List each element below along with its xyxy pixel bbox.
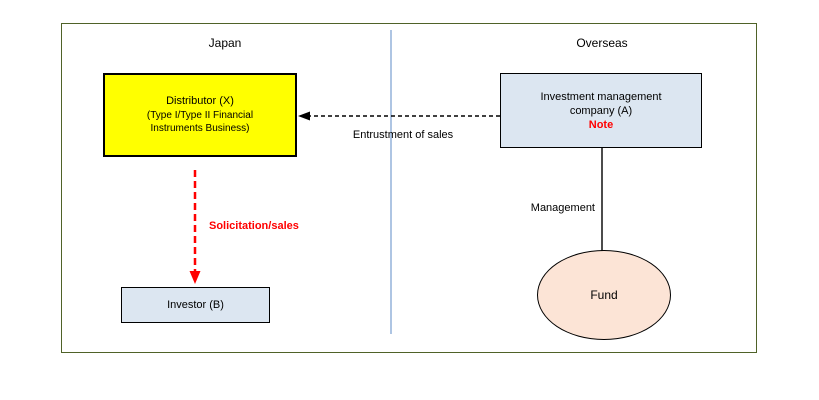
- investment-company-title: Investment management company (A): [540, 90, 662, 117]
- node-investment-company: Investment management company (A) Note: [500, 73, 702, 148]
- diagram-frame: [61, 23, 757, 353]
- investor-label: Investor (B): [167, 299, 224, 311]
- distributor-subtitle: (Type I/Type II Financial Instruments Bu…: [146, 110, 254, 134]
- entrustment-edge-label: Entrustment of sales: [352, 129, 454, 141]
- node-fund: Fund: [537, 250, 671, 340]
- distributor-title: Distributor (X): [166, 95, 234, 107]
- region-label-japan: Japan: [208, 36, 242, 50]
- node-investor: Investor (B): [121, 287, 270, 323]
- management-edge-label: Management: [530, 202, 595, 214]
- fund-label: Fund: [590, 288, 618, 302]
- node-distributor: Distributor (X) (Type I/Type II Financia…: [103, 73, 297, 157]
- solicitation-edge-label: Solicitation/sales: [209, 220, 299, 232]
- investment-company-note: Note: [588, 119, 614, 132]
- region-label-overseas: Overseas: [576, 36, 628, 50]
